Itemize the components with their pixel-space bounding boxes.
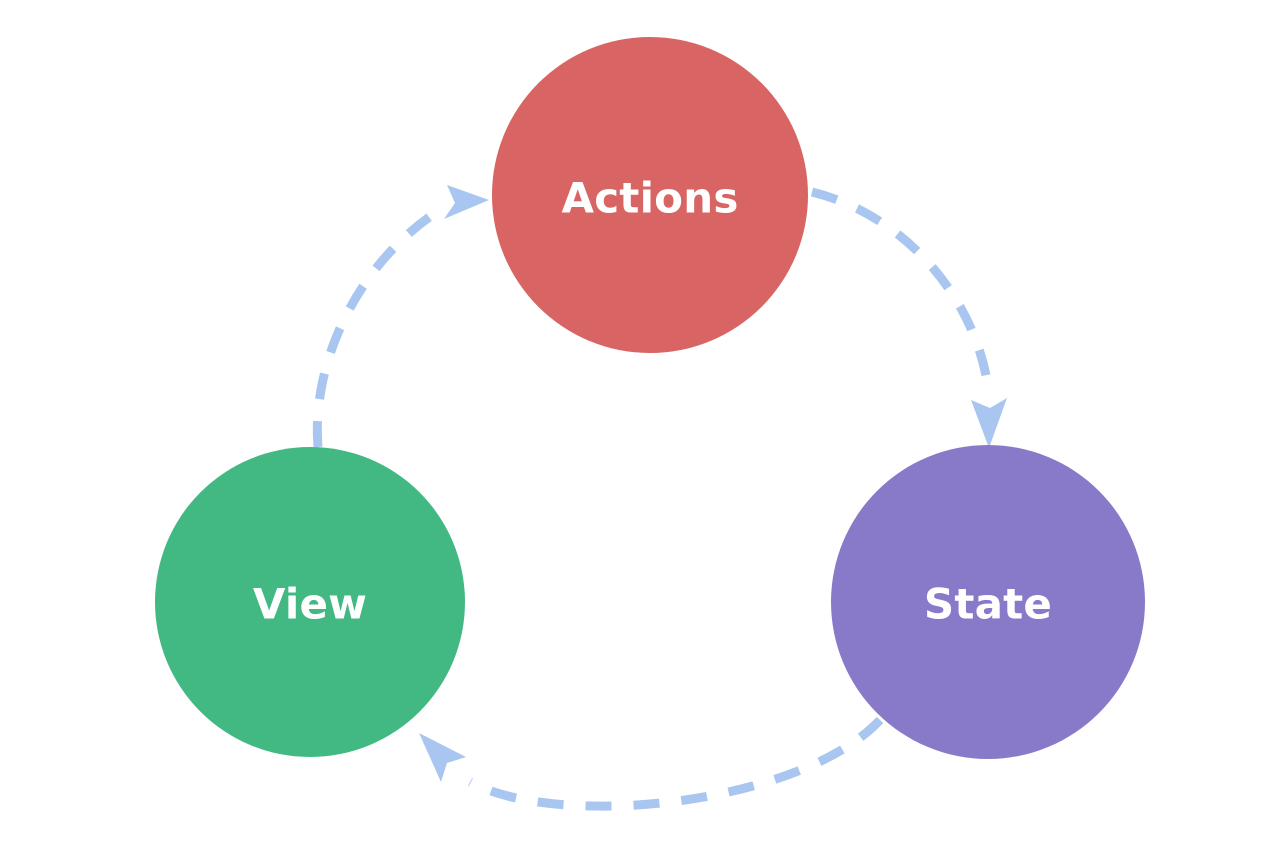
edge-actions-to-state-arrowhead — [971, 398, 1007, 448]
node-actions[interactable]: Actions — [492, 37, 808, 353]
node-view-label: View — [253, 580, 367, 629]
node-actions-circle[interactable] — [492, 37, 808, 353]
edge-view-to-actions-path — [312, 202, 449, 448]
node-view-circle[interactable] — [155, 447, 465, 757]
nodes-layer: Actions State View — [155, 37, 1145, 759]
edge-state-to-view-path — [467, 716, 884, 811]
node-state-circle[interactable] — [831, 445, 1145, 759]
edge-state-to-view — [419, 716, 884, 811]
node-state-label: State — [924, 580, 1052, 629]
edge-actions-to-state — [810, 187, 1007, 448]
edge-state-to-view-arrowhead — [419, 733, 466, 782]
edge-actions-to-state-path — [810, 187, 994, 395]
edges-layer — [312, 185, 1007, 811]
node-actions-label: Actions — [561, 174, 738, 223]
node-state[interactable]: State — [831, 445, 1145, 759]
node-view[interactable]: View — [155, 447, 465, 757]
edge-view-to-actions — [312, 185, 489, 448]
edge-view-to-actions-arrowhead — [444, 185, 489, 219]
